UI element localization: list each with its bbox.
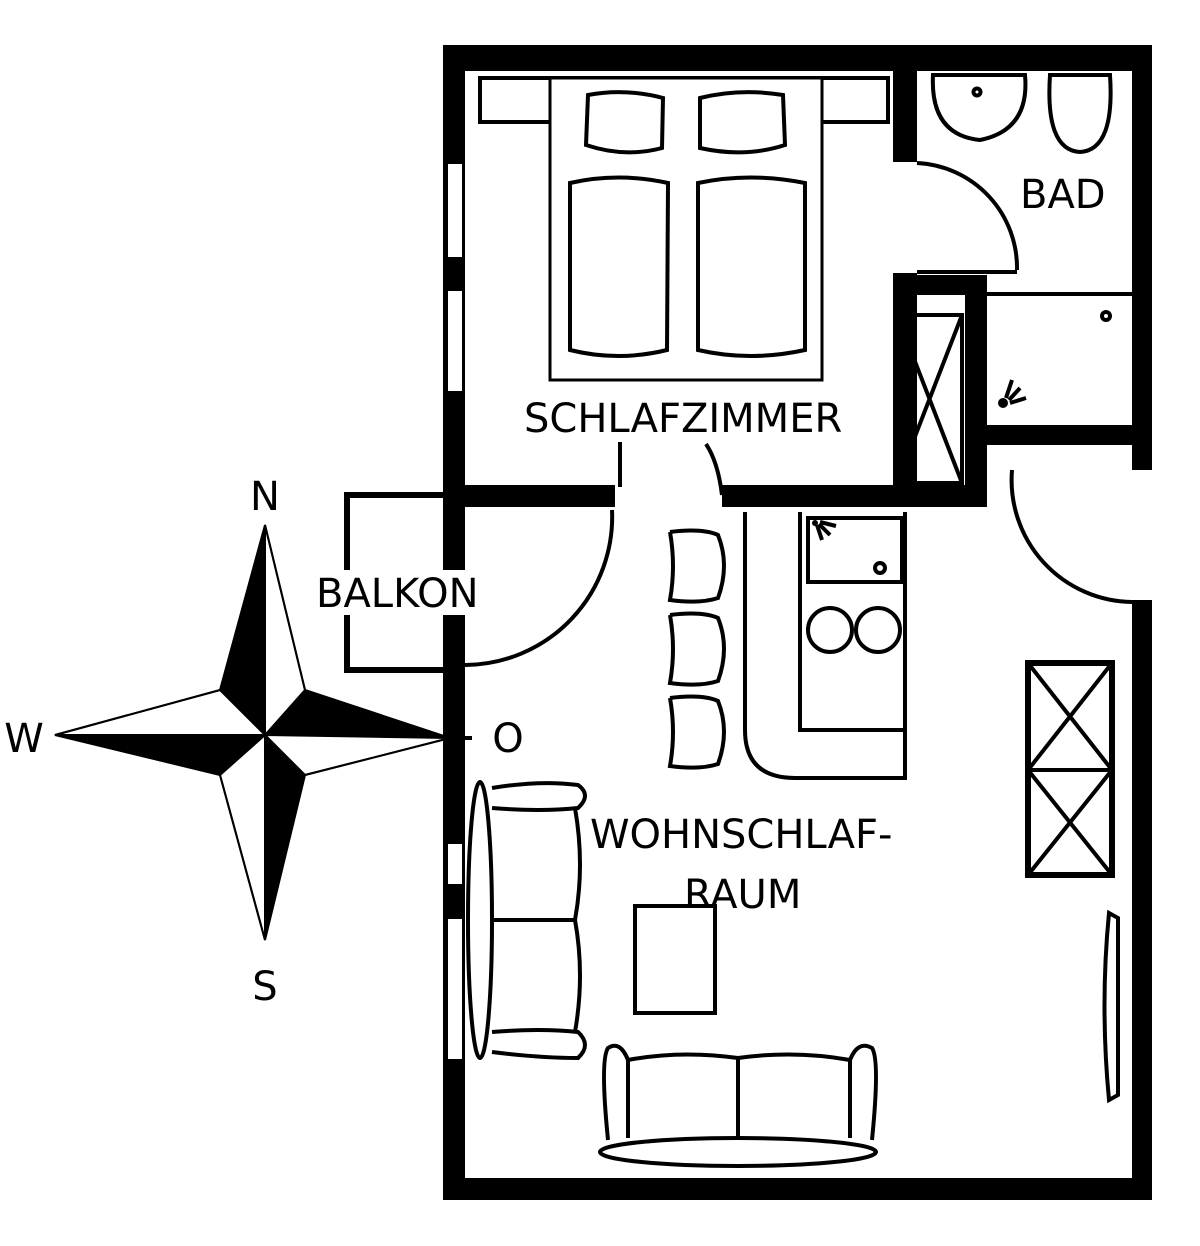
compass-rose-icon: [54, 524, 472, 941]
windows: [446, 162, 464, 1061]
compass-south: S: [252, 964, 277, 1010]
double-bed: [548, 76, 824, 382]
living-furniture: [466, 660, 1120, 1168]
living-label-line1: WOHNSCHLAF-: [590, 812, 892, 858]
bedroom-furniture: [478, 76, 964, 485]
bar-stools: [667, 528, 726, 770]
bathroom-label: BAD: [1020, 172, 1106, 218]
kitchen: [743, 512, 907, 780]
balcony-label: BALKON: [316, 571, 479, 617]
bedroom-label: SCHLAFZIMMER: [524, 396, 842, 442]
bathroom-fixtures: [930, 73, 1113, 408]
doors: [464, 161, 1133, 667]
living-label-line2: RAUM: [684, 872, 801, 918]
compass-east: O: [492, 716, 523, 762]
compass-west: W: [4, 716, 44, 762]
compass-north: N: [250, 474, 280, 520]
